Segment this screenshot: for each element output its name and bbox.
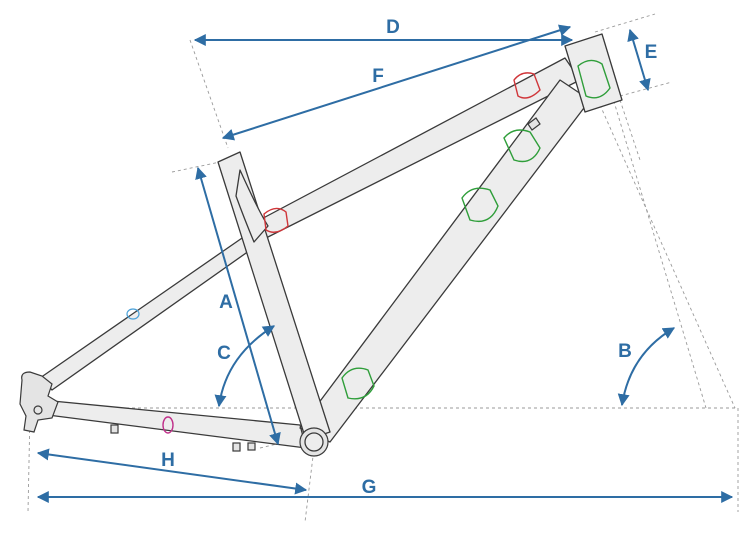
cable-guide xyxy=(232,442,241,452)
dimension-labels: A B C D E F G H xyxy=(161,17,657,498)
green-marking-down-3 xyxy=(341,367,375,400)
label-g: G xyxy=(362,477,377,498)
dimension-f-line xyxy=(221,24,572,141)
bottom-bracket-bore xyxy=(304,432,324,452)
rear-axle xyxy=(33,405,43,415)
dimension-b-arc xyxy=(617,327,676,407)
dimension-e-line xyxy=(627,28,651,92)
label-f: F xyxy=(372,66,384,87)
frame xyxy=(19,33,623,457)
cable-guide xyxy=(110,424,119,434)
green-marking-head xyxy=(577,59,611,99)
label-d: D xyxy=(386,17,400,38)
rear-dropout xyxy=(19,371,59,433)
label-e: E xyxy=(645,42,658,63)
label-b: B xyxy=(618,341,632,362)
head-tube xyxy=(564,33,623,113)
reference-lines xyxy=(27,13,739,523)
green-marking-down-2 xyxy=(461,187,499,223)
dimension-h-line xyxy=(36,448,308,495)
label-a: A xyxy=(219,292,233,313)
label-c: C xyxy=(217,343,231,364)
magenta-marking-stay xyxy=(162,416,174,434)
label-h: H xyxy=(161,450,175,471)
cable-guide xyxy=(247,442,256,451)
blue-marking-stay xyxy=(126,308,140,320)
dimension-lines xyxy=(36,24,734,503)
dimension-c-arc xyxy=(214,325,276,408)
